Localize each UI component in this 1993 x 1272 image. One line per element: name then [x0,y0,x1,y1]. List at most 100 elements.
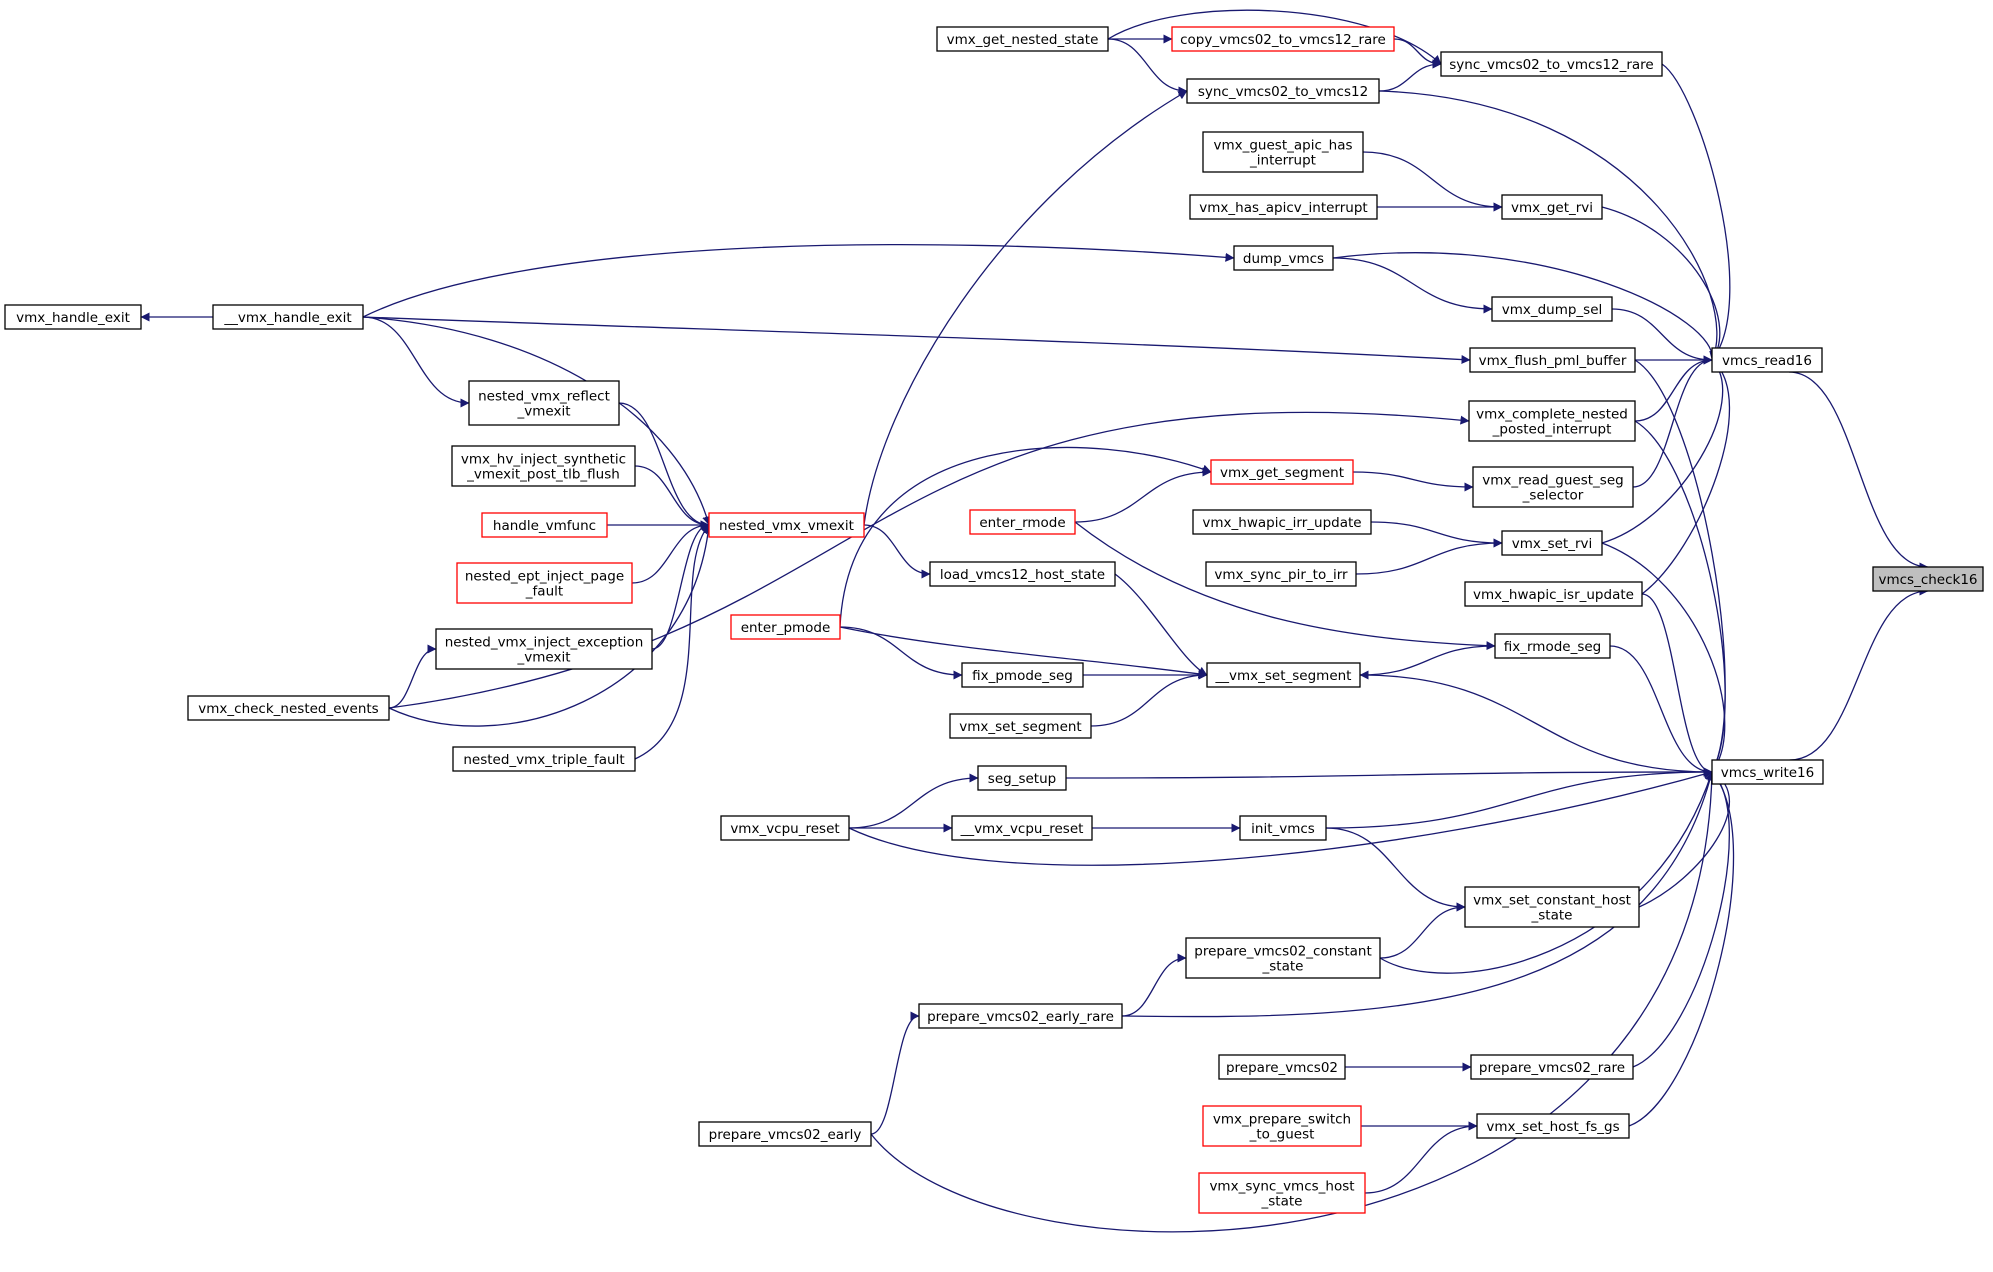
node-prepare-vmcs02-early-rare[interactable]: prepare_vmcs02_early_rare [918,1003,1123,1029]
edge-arrow [362,316,1471,365]
node-label: fix_pmode_seg [972,668,1073,684]
node-vmx-has-apicv-interrupt[interactable]: vmx_has_apicv_interrupt [1189,194,1378,220]
node-vmx-set-host-fs-gs[interactable]: vmx_set_host_fs_gs [1476,1113,1630,1139]
edge-vmx_complete_nested_posted_interrupt-to-vmcs_read16 [1634,355,1713,422]
node-vmx-set-segment[interactable]: __vmx_set_segment [1206,662,1361,688]
node-label: vmx_dump_sel [1502,302,1603,318]
node-box [481,512,608,538]
node-box [1206,662,1361,688]
edge-vmx_flush_pml_buffer-to-vmcs_write16 [1634,359,1726,773]
node-load-vmcs12-host-state[interactable]: load_vmcs12_host_state [929,561,1116,587]
node-box [936,26,1109,52]
node-nested-vmx-inject-exception-vmexit[interactable]: nested_vmx_inject_exception_vmexit [435,628,653,670]
node-vmx-set-constant-host-state[interactable]: vmx_set_constant_host_state [1464,886,1640,928]
edge-vmx_get_segment-to-vmx_read_guest_seg_selector [1352,471,1474,492]
edge-prepare_vmcs02_constant_state-to-vmx_set_constant_host_state [1379,902,1466,959]
node-nested-vmx-reflect-vmexit[interactable]: nested_vmx_reflect_vmexit [468,380,620,426]
node-vmx-flush-pml-buffer[interactable]: vmx_flush_pml_buffer [1469,347,1636,373]
node-prepare-vmcs02[interactable]: prepare_vmcs02 [1218,1054,1346,1080]
node-nested-vmx-vmexit[interactable]: nested_vmx_vmexit [708,512,865,538]
node-vmx-vcpu-reset[interactable]: vmx_vcpu_reset [720,815,850,841]
edge-enter_rmode-to-fix_rmode_seg [1074,521,1496,651]
edge-sync_vmcs02_to_vmcs12-to-vmcs_read16 [1378,90,1720,361]
node-label: _to_guest [1249,1127,1315,1143]
edge-arrow [362,316,470,408]
node-fix-rmode-seg[interactable]: fix_rmode_seg [1494,633,1611,659]
node-vmx-prepare-switch-to-guest[interactable]: vmx_prepare_switch_to_guest [1202,1105,1362,1147]
node-init-vmcs[interactable]: init_vmcs [1239,815,1327,841]
edge-prepare_vmcs02_early_rare-to-prepare_vmcs02_constant_state [1121,953,1187,1017]
node-vmx-hv-inject-synthetic-vmexit-post-tlb-flush[interactable]: vmx_hv_inject_synthetic_vmexit_post_tlb_… [451,445,636,487]
edge-arrow [634,465,710,530]
edge-arrow [848,773,979,829]
edge-vmx_sync_pir_to_irr-to-vmx_set_rvi [1355,538,1503,575]
edge-nested_ept_inject_page_fault-to-nested_vmx_vmexit [631,520,710,584]
node-box [961,662,1084,688]
node-label: _selector [1522,488,1584,504]
node-vmx-hwapic-irr-update[interactable]: vmx_hwapic_irr_update [1192,509,1372,535]
node-vmx-complete-nested-posted-interrupt[interactable]: vmx_complete_nested_posted_interrupt [1468,400,1636,442]
node-vmcs-read16[interactable]: vmcs_read16 [1711,347,1823,373]
node-box [720,815,850,841]
node-box [1202,131,1364,173]
node-box [1171,26,1395,52]
node-vmx-get-rvi[interactable]: vmx_get_rvi [1501,194,1603,220]
node-vmx-read-guest-seg-selector[interactable]: vmx_read_guest_seg_selector [1472,466,1634,508]
node-vmx-guest-apic-has-interrupt[interactable]: vmx_guest_apic_has_interrupt [1202,131,1364,173]
node-vmx-set-segment[interactable]: vmx_set_segment [949,713,1092,739]
node-nested-vmx-triple-fault[interactable]: nested_vmx_triple_fault [452,746,636,772]
edge-arrow [362,243,1235,318]
edge-arrow [1378,59,1442,92]
node-box [1476,1113,1630,1139]
node-handle-vmfunc[interactable]: handle_vmfunc [481,512,608,538]
edge-load_vmcs12_host_state-to-__vmx_set_segment [1114,573,1208,676]
node-label: vmx_hv_inject_synthetic [461,452,626,468]
node-vmx-handle-exit[interactable]: __vmx_handle_exit [212,304,364,330]
node-label: vmx_hwapic_isr_update [1473,587,1634,603]
node-sync-vmcs02-to-vmcs12[interactable]: sync_vmcs02_to_vmcs12 [1186,78,1380,104]
edge-nested_vmx_triple_fault-to-nested_vmx_vmexit [634,524,710,760]
node-prepare-vmcs02-early[interactable]: prepare_vmcs02_early [698,1121,872,1147]
node-label: vmx_set_constant_host [1473,893,1631,909]
edge-vmx_set_rvi-to-vmcs_write16 [1601,542,1726,773]
node-vmx-sync-vmcs-host-state[interactable]: vmx_sync_vmcs_host_state [1198,1172,1366,1214]
node-prepare-vmcs02-rare[interactable]: prepare_vmcs02_rare [1470,1054,1634,1080]
node-vmx-get-nested-state[interactable]: vmx_get_nested_state [936,26,1109,52]
edge-sync_vmcs02_to_vmcs12-to-sync_vmcs02_to_vmcs12_rare [1378,59,1442,92]
node-vmx-handle-exit[interactable]: vmx_handle_exit [4,304,142,330]
node-enter-pmode[interactable]: enter_pmode [730,614,841,640]
node-vmx-set-rvi[interactable]: vmx_set_rvi [1501,530,1603,556]
edge-vmx_get_rvi-to-vmcs_read16 [1601,206,1721,361]
node-copy-vmcs02-to-vmcs12-rare[interactable]: copy_vmcs02_to_vmcs12_rare [1171,26,1395,52]
node-label: enter_rmode [979,515,1065,531]
node-label: vmcs_check16 [1878,572,1977,588]
node-seg-setup[interactable]: seg_setup [977,765,1067,791]
node-dump-vmcs[interactable]: dump_vmcs [1233,245,1334,271]
node-vmx-dump-sel[interactable]: vmx_dump_sel [1491,296,1613,322]
node-box [1464,886,1640,928]
node-label: vmx_check_nested_events [198,701,378,717]
node-vmcs-write16[interactable]: vmcs_write16 [1711,759,1824,785]
node-sync-vmcs02-to-vmcs12-rare[interactable]: sync_vmcs02_to_vmcs12_rare [1440,51,1663,77]
node-label: enter_pmode [741,620,831,636]
edge-prepare_vmcs02_early_rare-to-vmcs_write16 [1121,771,1715,1018]
edge-arrow [1090,670,1208,727]
node-enter-rmode[interactable]: enter_rmode [969,509,1076,535]
node-vmx-vcpu-reset[interactable]: __vmx_vcpu_reset [951,815,1093,841]
node-nested-ept-inject-page-fault[interactable]: nested_ept_inject_page_fault [456,562,633,604]
node-prepare-vmcs02-constant-state[interactable]: prepare_vmcs02_constant_state [1185,937,1381,979]
node-label: nested_vmx_vmexit [719,518,854,534]
node-vmx-hwapic-isr-update[interactable]: vmx_hwapic_isr_update [1464,581,1643,607]
node-fix-pmode-seg[interactable]: fix_pmode_seg [961,662,1084,688]
edge-arrow [863,524,931,579]
node-label: handle_vmfunc [493,518,596,534]
edge-arrow [870,771,1717,1233]
edge-arrow [1332,257,1493,314]
node-vmx-sync-pir-to-irr[interactable]: vmx_sync_pir_to_irr [1205,561,1357,587]
edge-vmx_hv_inject_synthetic_vmexit_post_tlb_flush-to-nested_vmx_vmexit [634,465,710,530]
node-box [1501,530,1603,556]
edge-prepare_vmcs02_early-to-prepare_vmcs02_early_rare [870,1011,920,1135]
node-vmx-check-nested-events[interactable]: vmx_check_nested_events [187,695,390,721]
edge-__vmx_handle_exit-to-dump_vmcs [362,243,1235,318]
node-vmx-get-segment[interactable]: vmx_get_segment [1210,459,1354,485]
